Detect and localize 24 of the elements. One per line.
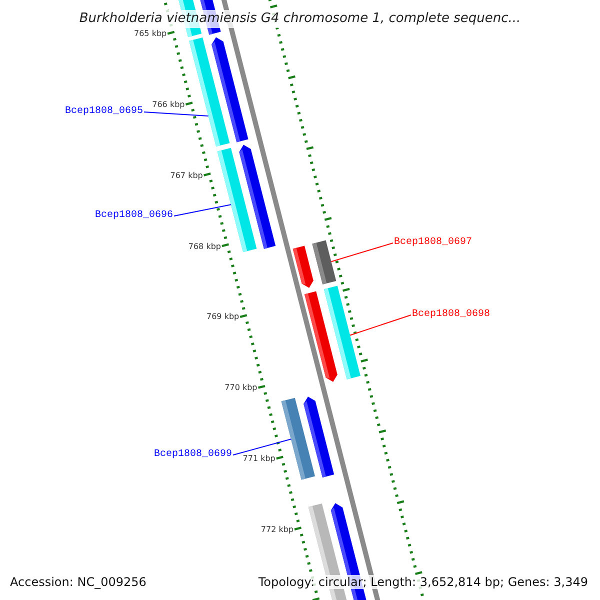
scale-label: 765 kbp (134, 29, 167, 39)
leader-line (330, 242, 394, 262)
footer-text: Accession: NC_009256 (8, 574, 148, 590)
scale-label: 772 kbp (260, 524, 294, 534)
gene-label: Bcep1808_0698 (412, 309, 490, 321)
gene-feature-block (281, 398, 315, 480)
scale-label: 767 kbp (170, 170, 203, 180)
gene-feature-block (312, 240, 336, 284)
scale-label: 768 kbp (188, 242, 221, 252)
gene-label: Bcep1808_0695 (64, 106, 143, 118)
gene-label: Bcep1808_0697 (394, 237, 472, 249)
scale-label: 771 kbp (242, 454, 276, 464)
gene-feature-block (189, 38, 230, 146)
gene-feature-block (324, 286, 360, 380)
footer-text: Topology: circular; Length: 3,652,814 bp; Genes: 3,349 (256, 574, 590, 590)
gene-label: Bcep1808_0696 (94, 210, 173, 222)
scale-label: 766 kbp (152, 100, 185, 110)
leader-line (350, 314, 412, 336)
leader-line (144, 112, 209, 117)
scale-label: 770 kbp (224, 383, 258, 393)
leader-line (232, 438, 292, 456)
leader-line (174, 204, 232, 216)
scale-label: 769 kbp (206, 312, 240, 322)
gene-label: Bcep1808_0699 (154, 449, 232, 461)
